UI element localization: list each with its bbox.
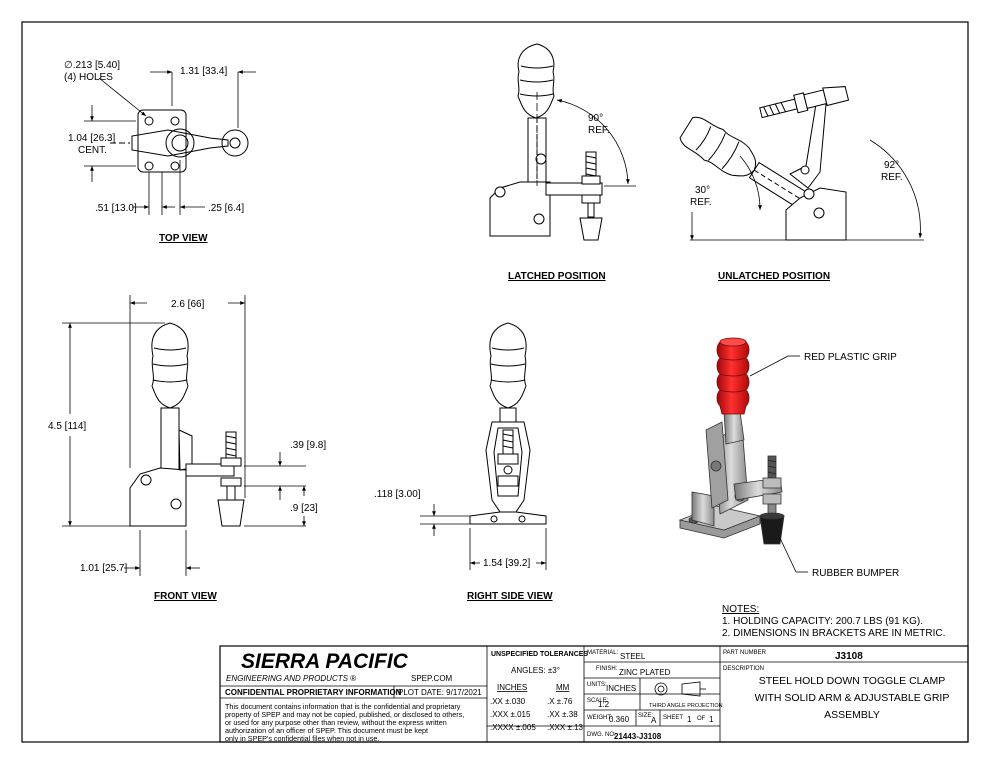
notes: NOTES: 1. HOLDING CAPACITY: 200.7 LBS (9… [722,604,945,639]
dim-hole-dia: ∅.213 [5.40] [64,60,120,71]
dim-154: 1.54 [39.2] [483,558,531,569]
title-block-text: SIERRA PACIFIC ENGINEERING AND PRODUCTS … [225,650,949,743]
disclaimer-line-3: or used for any purpose other than revie… [225,718,447,727]
sheet-label: SHEET [663,715,683,721]
title-unlatched-position: UNLATCHED POSITION [718,271,830,282]
isometric-callouts [749,355,808,573]
dim-51: .51 [13.0] [95,203,137,214]
note-1: 1. HOLDING CAPACITY: 200.7 LBS (91 KG). [722,616,923,627]
latched-dimensions [536,92,636,187]
isometric-clamp-render [678,337,785,545]
description-line-2: WITH SOLID ARM & ADJUSTABLE GRIP [755,692,950,704]
right-side-view [469,322,547,525]
size-value: A [651,716,657,725]
callout-red-plastic-grip: RED PLASTIC GRIP [804,352,897,363]
tol-mm-2: .XX ±.38 [547,710,578,719]
dim-center-label: CENT. [78,145,107,156]
dim-front-width: 2.6 [66] [171,299,205,310]
dim-unlatched-angle-30: 30° [695,185,710,196]
title-block [219,645,969,743]
company-name: SIERRA PACIFIC [241,650,409,673]
dwg-number: 21443-J3108 [614,732,662,741]
dim-unlatched-ref-92: REF. [881,172,903,183]
title-right-side-view: RIGHT SIDE VIEW [467,591,553,602]
top-view [110,109,249,173]
front-view-labels: 2.6 [66] 4.5 [114] .39 [9.8] .9 [23] 1.0… [48,299,326,602]
dwg-label: DWG. NO: [587,732,616,738]
top-view-dimensions [84,70,256,215]
confidential-label: CONFIDENTIAL PROPRIETARY INFORMATION [225,688,402,697]
of-label: OF [697,716,706,722]
tolerance-angles: ANGLES: ±3° [511,666,560,675]
note-2: 2. DIMENSIONS IN BRACKETS ARE IN METRIC. [722,628,945,639]
description-label: DESCRIPTION [723,666,764,672]
dim-unlatched-ref-30: REF. [690,197,712,208]
company-website: SPEP.COM [411,674,453,683]
callout-rubber-bumper: RUBBER BUMPER [812,568,899,579]
plot-date: PLOT DATE: 9/17/2021 [398,688,482,697]
description-line-3: ASSEMBLY [824,709,880,721]
tol-in-1: .XX ±.030 [490,697,526,706]
finish-value: ZINC PLATED [619,668,671,677]
latched-view [489,43,603,241]
tol-mm-3: .XXX ±.13 [547,723,584,732]
title-top-view: TOP VIEW [159,233,208,244]
dim-latched-angle: 90° [588,113,603,124]
unlatched-view [679,86,850,241]
dim-center: 1.04 [26.3] [68,133,116,144]
dim-latched-ref: REF. [588,125,610,136]
units-value: INCHES [606,684,636,693]
tol-in-3: .XXXX ±.005 [490,723,536,732]
weight-label: WEIGHT: [587,715,612,721]
dim-118: .118 [3.00] [374,489,421,500]
right-side-dimensions [420,504,547,570]
dim-front-height: 4.5 [114] [48,421,86,432]
notes-heading: NOTES: [722,604,759,615]
part-number: J3108 [835,651,863,662]
title-latched-position: LATCHED POSITION [508,271,606,282]
weight-value: 0.360 [609,715,630,724]
front-view [129,322,245,527]
scale-label: SCALE: [587,698,609,704]
unlatched-dimensions [690,139,924,241]
tolerances-title: UNSPECIFIED TOLERANCES [491,651,588,658]
size-label: SIZE: [638,713,653,719]
material-value: STEEL [620,652,646,661]
sheet-value: 1 [687,715,692,724]
finish-label: FINISH: [596,666,618,672]
title-front-view: FRONT VIEW [154,591,217,602]
projection-label: THIRD ANGLE PROJECTION [649,703,723,709]
dim-unlatched-angle-92: 92° [884,160,899,171]
disclaimer-line-5: only in SPEP's confidential files when n… [225,734,379,743]
tol-in-2: .XXX ±.015 [490,710,531,719]
disclaimer-line-2: property of SPEP and may not be copied, … [225,710,464,719]
dim-101: 1.01 [25.7] [80,563,128,574]
front-view-dimensions [62,295,306,576]
disclaimer-line-4: authorization of an officer of SPEP. Thi… [225,726,428,735]
units-label: UNITS: [587,682,607,688]
tol-mm-1: .X ±.76 [547,697,573,706]
company-subtitle: ENGINEERING AND PRODUCTS ® [226,674,356,683]
dim-9: .9 [23] [290,503,318,514]
disclaimer-line-1: This document contains information that … [225,702,461,711]
material-label: MATERIAL: [587,650,619,656]
top-view-labels: ∅.213 [5.40] (4) HOLES 1.31 [33.4] 1.04 … [64,60,244,244]
dim-39: .39 [9.8] [290,440,326,451]
part-number-label: PART NUMBER [723,650,767,656]
scale-value: 1:2 [598,700,610,709]
tolerance-mm-heading: MM [556,683,570,692]
tolerance-inches-heading: INCHES [497,683,527,692]
dim-top-width: 1.31 [33.4] [180,66,228,77]
dim-hole-count: (4) HOLES [64,72,113,83]
of-value: 1 [709,715,714,724]
description-line-1: STEEL HOLD DOWN TOGGLE CLAMP [759,675,946,687]
dim-25: .25 [6.4] [208,203,244,214]
